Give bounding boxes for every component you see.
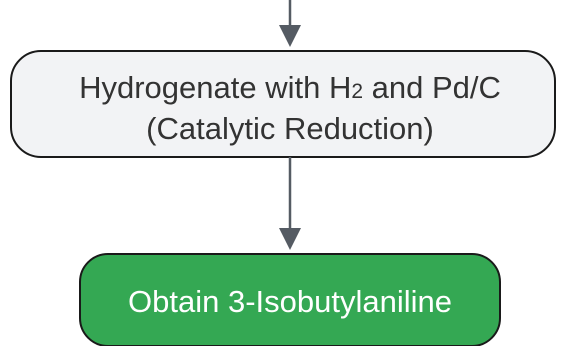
result-node[interactable]: Obtain 3-Isobutylaniline <box>79 253 501 346</box>
process-node-line1: Hydrogenate with H2 and Pd/C <box>79 70 501 105</box>
process-node-line2: (Catalytic Reduction) <box>146 111 434 146</box>
result-node-label: Obtain 3-Isobutylaniline <box>128 284 452 319</box>
process-node-line1-suffix: and Pd/C <box>363 70 501 105</box>
result-node-box <box>79 253 501 346</box>
process-node-box <box>10 50 556 158</box>
process-node-line1-subscript: 2 <box>351 80 363 103</box>
connector-arrow-head <box>279 228 301 250</box>
process-node[interactable]: Hydrogenate with H2 and Pd/C (Catalytic … <box>10 50 556 158</box>
process-node-line1-prefix: Hydrogenate with H <box>79 70 351 105</box>
incoming-arrow-head <box>279 25 301 47</box>
